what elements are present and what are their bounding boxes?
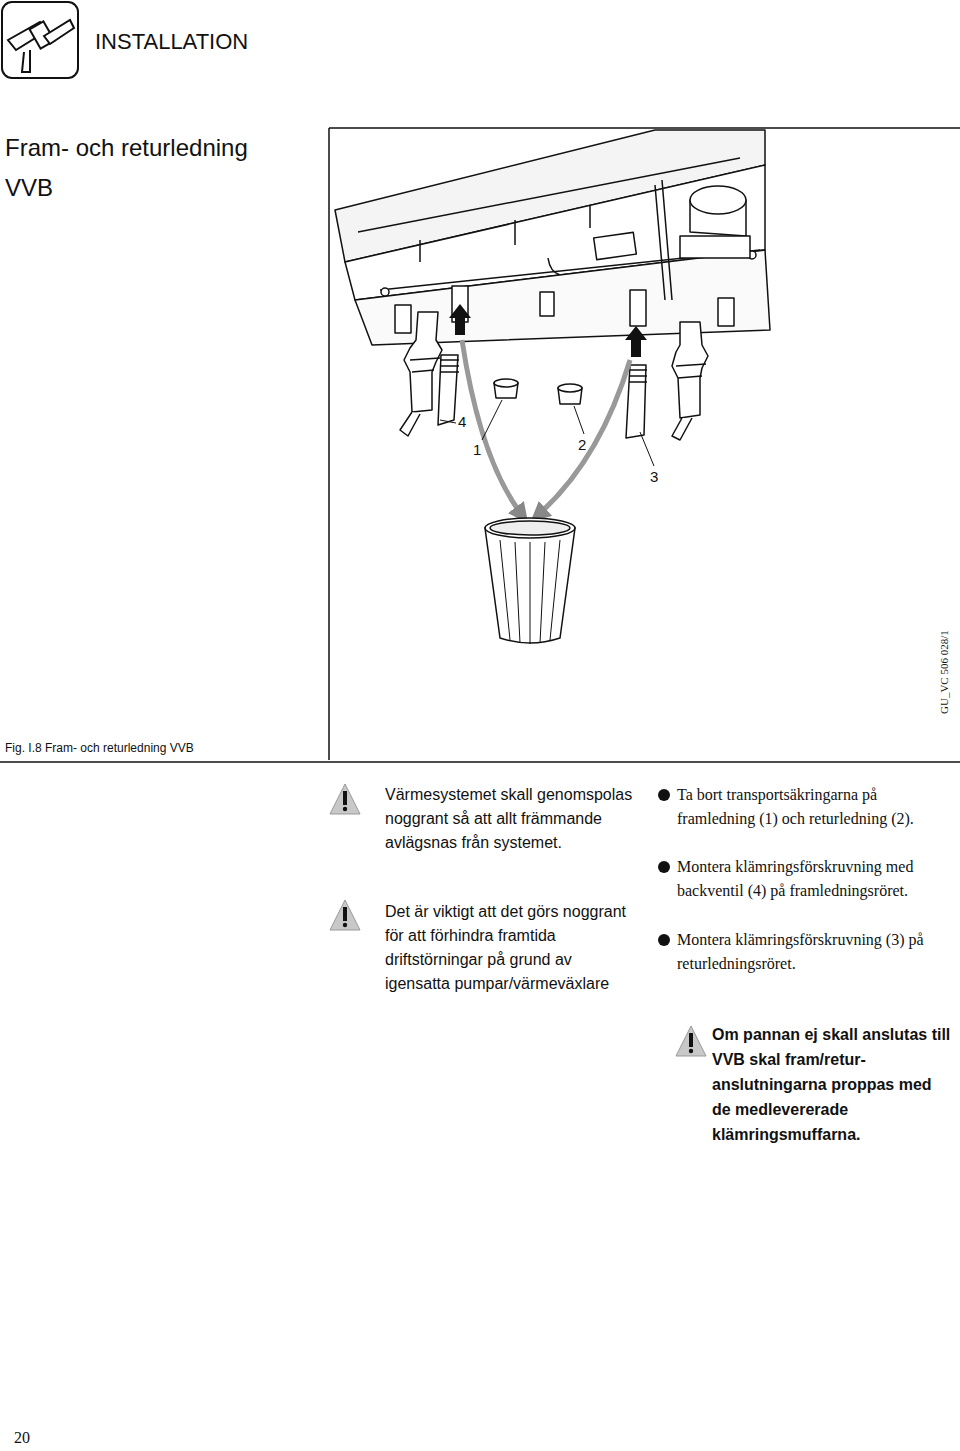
- insert-arrow: [449, 304, 647, 357]
- instruction-step: Ta bort transportsäkringarna på framledn…: [677, 783, 949, 831]
- page-title: Fram- och returledning VVB: [5, 128, 295, 208]
- bullet-dot: [658, 934, 670, 946]
- warning-symbol: [330, 784, 706, 1056]
- boiler-illustration: [335, 130, 770, 440]
- section-icon: [2, 2, 78, 78]
- callout-number: 2: [578, 436, 594, 454]
- callout-number: 4: [458, 413, 474, 431]
- waste-bin: [485, 518, 575, 644]
- figure-caption: Fig. I.8 Fram- och returledning VVB: [5, 740, 325, 756]
- instruction-step: Montera klämringsförskruvning (3) på ret…: [677, 928, 949, 976]
- bullet-dot: [658, 861, 670, 873]
- callout-number: 3: [650, 468, 666, 486]
- warning-text: Värmesystemet skall genomspolas noggrant…: [385, 783, 640, 855]
- figure-frame: [0, 128, 960, 762]
- section-heading: INSTALLATION: [95, 28, 415, 56]
- removal-arrow: [462, 340, 630, 515]
- warning-text: Det är viktigt att det görs noggrant för…: [385, 900, 640, 996]
- warning-text: Om pannan ej skall anslutas till VVB ska…: [712, 1022, 952, 1147]
- page-number: 20: [14, 1428, 54, 1448]
- instruction-step: Montera klämringsförskruvning med backve…: [677, 855, 949, 903]
- callout-number: 1: [473, 441, 489, 459]
- bullet-dot: [658, 789, 670, 801]
- leader-line: [440, 400, 654, 466]
- figure-code: GU_VC 506 028/1: [938, 630, 951, 714]
